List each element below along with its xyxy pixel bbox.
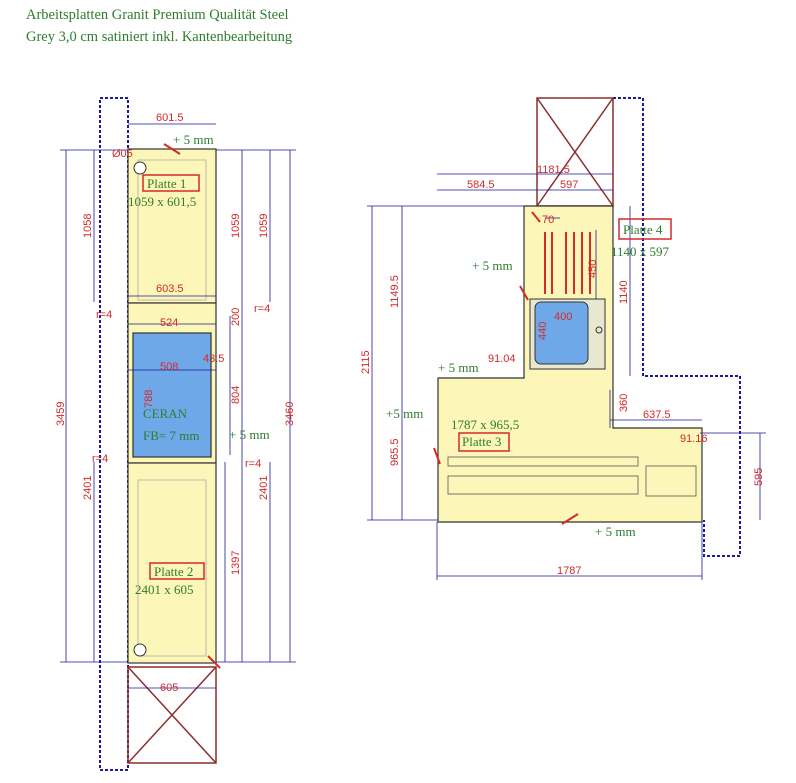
right-dimension-lines	[367, 173, 766, 580]
dim-965-5: 965.5	[389, 438, 401, 466]
left-cut-marks	[163, 143, 221, 669]
dim-440: 440	[537, 322, 549, 340]
dim-1787: 1787	[557, 565, 581, 577]
dim-637-5: 637.5	[643, 409, 671, 421]
plate-1-shape	[127, 148, 217, 304]
dim-605: 605	[160, 682, 178, 694]
radius-c: r=4	[92, 453, 108, 465]
plate-1-label: Platte 1	[147, 176, 186, 191]
left-wall-outline	[99, 97, 129, 771]
dim-1149-5: 1149.5	[389, 275, 401, 308]
radius-b: r=4	[254, 303, 270, 315]
plate-2-label: Platte 2	[154, 564, 193, 579]
plate-4-label: Platte 4	[623, 222, 663, 237]
dim-595: 595	[753, 468, 765, 486]
left-labels: Platte 1 1059 x 601,5 Platte 2 2401 x 60…	[128, 132, 270, 597]
dim-360: 360	[618, 394, 630, 412]
dim-70: 70	[542, 214, 554, 226]
plate-3-label-box	[458, 432, 510, 452]
header: Arbeitsplatten Granit Premium Qualität S…	[26, 4, 356, 48]
plus5-mid: + 5 mm	[229, 427, 270, 442]
angle-91-04: 91.04	[488, 353, 516, 365]
dim-601-5: 601.5	[156, 112, 184, 124]
dim-804: 804	[230, 386, 242, 404]
plate-3-size: 1787 x 965,5	[451, 417, 519, 432]
dim-597: 597	[560, 179, 578, 191]
dim-450: 450	[587, 260, 599, 278]
plate-3-label: Platte 3	[462, 434, 501, 449]
ceran-section	[127, 302, 217, 464]
dim-788: 788	[143, 390, 155, 408]
dim-1397: 1397	[230, 551, 242, 575]
dim-200: 200	[230, 308, 242, 326]
plate-1-label-box	[142, 174, 200, 192]
ceran-label: CERAN	[143, 406, 188, 421]
drain-grooves	[433, 211, 591, 525]
dim-2115: 2115	[360, 350, 372, 374]
dim-1181-5: 1181.5	[537, 164, 570, 176]
dim-43-5: 43.5	[203, 353, 224, 365]
l-shaped-counter	[437, 205, 703, 523]
dim-1140: 1140	[618, 280, 630, 304]
left-dimension-lines	[60, 123, 296, 689]
dim-400: 400	[554, 311, 572, 323]
plus5-right-b: + 5 mm	[438, 360, 479, 375]
right-labels: Platte 4 1140 x 597 Platte 3 1787 x 965,…	[386, 218, 672, 539]
dim-3460: 3460	[284, 402, 296, 426]
plus5-right-d: + 5 mm	[595, 524, 636, 539]
dim-1059-a: 1059	[230, 214, 242, 238]
right-dimensions: 1181.5 584.5 597 70 450 400 440 1149.5 2…	[360, 164, 765, 577]
plate-4-size: 1140 x 597	[611, 244, 670, 259]
dim-2401-a: 2401	[82, 476, 94, 500]
dim-524: 524	[160, 317, 178, 329]
plate-2-size: 2401 x 605	[135, 582, 194, 597]
angle-91-16: 91.16	[680, 433, 708, 445]
dim-603-5: 603.5	[156, 283, 184, 295]
bottom-tall-cabinet	[127, 666, 217, 764]
right-wall-outline	[613, 97, 741, 557]
plus5-right-a: + 5 mm	[472, 258, 513, 273]
plate-4-label-box	[618, 218, 672, 240]
plate-1-size: 1059 x 601,5	[128, 194, 196, 209]
radius-d: r=4	[245, 458, 261, 470]
radius-a: r=4	[96, 309, 112, 321]
left-dimensions: 601.5 603.5 524 508 605 43.5 Ø05 788 105…	[55, 112, 296, 694]
dim-05: Ø05	[112, 148, 133, 160]
dim-584-5: 584.5	[467, 179, 495, 191]
title-line-1: Arbeitsplatten Granit Premium Qualität S…	[26, 7, 289, 23]
dim-3459: 3459	[55, 402, 67, 426]
ceran-fb-label: FB= 7 mm	[143, 428, 199, 443]
plate-2-label-box	[149, 562, 205, 580]
plus5-top: + 5 mm	[173, 132, 214, 147]
dim-2401-b: 2401	[258, 476, 270, 500]
dim-508: 508	[160, 361, 178, 373]
title-line-2: Grey 3,0 cm satiniert inkl. Kantenbearbe…	[26, 29, 293, 45]
dim-1058: 1058	[82, 214, 94, 238]
dim-1059-b: 1059	[258, 214, 270, 238]
plus5-right-c: +5 mm	[386, 406, 423, 421]
